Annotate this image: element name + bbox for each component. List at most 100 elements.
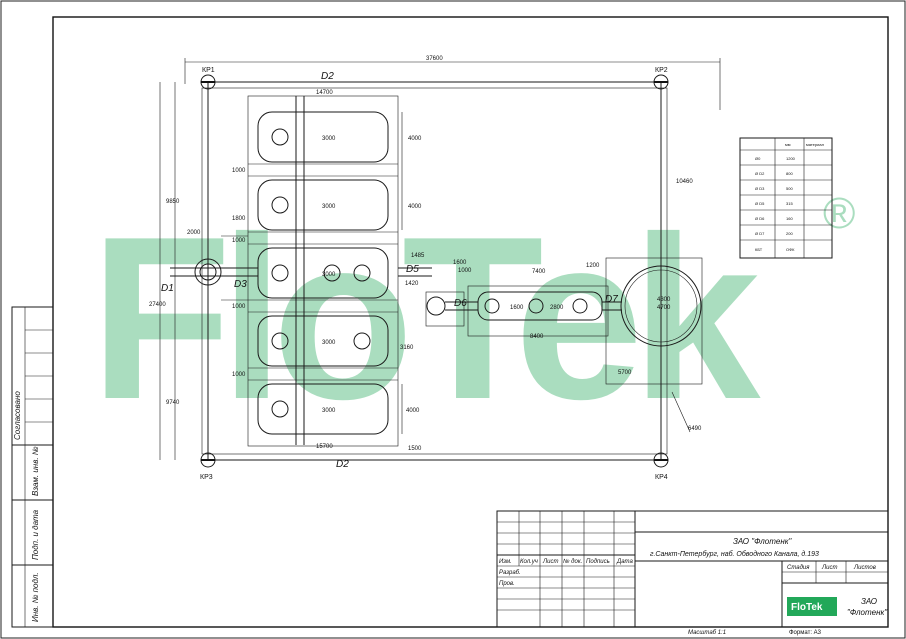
tank-block: 3000 3000 3000 3000 3000 4000 4000 4000 <box>247 95 422 447</box>
tb-col-list: Лист <box>542 559 558 565</box>
round-tank: 4300 4700 5700 6490 10460 <box>605 179 703 433</box>
label-d3: D3 <box>234 279 247 290</box>
dim-4700: 4700 <box>657 305 671 311</box>
main-pipe-loop <box>207 81 662 461</box>
tank-h-2: 4000 <box>408 204 422 210</box>
tb-logo-text: FloTek <box>791 602 823 613</box>
dim-6490: 6490 <box>688 426 702 432</box>
dim-9850: 9850 <box>166 199 180 205</box>
legend-row-4: Ø D6 <box>755 216 765 221</box>
watermark-registered: ® <box>823 189 855 238</box>
legend-table: мм материал Ø0 1200 Ø D2 800 Ø D3 500 Ø … <box>739 137 833 259</box>
dim-1800: 1800 <box>232 216 246 222</box>
dim-4300: 4300 <box>657 297 671 303</box>
dim-1000-e: 1000 <box>458 268 472 274</box>
legend-head-mm: мм <box>785 142 791 147</box>
legend-row-6: КБТ <box>755 247 763 252</box>
label-kp3: КР3 <box>200 474 213 481</box>
footer-format: Формат: А3 <box>789 630 822 636</box>
tb-sheets: Листов <box>853 565 876 571</box>
tb-logo <box>787 597 837 616</box>
tb-company-short: ЗАО <box>861 597 877 606</box>
well-d6 <box>426 296 446 316</box>
tb-col-koluch: Кол.уч <box>520 559 538 565</box>
tb-company: ЗАО "Флотенк" <box>733 537 793 546</box>
tank-block-frame <box>247 95 399 447</box>
wells: КР1 КР2 КР3 КР4 <box>200 67 669 481</box>
watermark: FloTek ® <box>90 189 855 448</box>
dim-8400: 8400 <box>530 334 544 340</box>
main-pipe-loop-inner <box>201 87 668 455</box>
tank-4 <box>257 315 389 367</box>
tank-len-3: 3000 <box>322 272 336 278</box>
dim-1485: 1485 <box>411 253 425 259</box>
round-tank-frame <box>605 257 703 385</box>
dim-2800: 2800 <box>550 305 564 311</box>
tb-sheet: Лист <box>821 565 837 571</box>
legend-row-1: Ø D2 <box>755 171 765 176</box>
stamp-inv-orig: Инв. № подл. <box>31 572 40 622</box>
dim-1000-c: 1000 <box>232 304 246 310</box>
legend-row-5-val: 200 <box>786 231 793 236</box>
label-d7: D7 <box>605 294 618 305</box>
legend-row-3: Ø D5 <box>755 201 765 206</box>
label-d1: D1 <box>161 283 174 294</box>
tank-5 <box>257 383 389 435</box>
legend-row-3-val: 315 <box>786 201 793 206</box>
dim-10460: 10460 <box>676 179 693 185</box>
dim-1000-b: 1000 <box>232 238 246 244</box>
legend-row-6-val: ОФК <box>786 247 795 252</box>
watermark-text: FloTek <box>90 189 761 448</box>
legend-row-4-val: 160 <box>786 216 793 221</box>
tank-h-5: 4000 <box>406 408 420 414</box>
tb-col-doc: № док. <box>563 558 582 565</box>
dim-3160: 3160 <box>400 345 414 351</box>
legend-row-1-val: 800 <box>786 171 793 176</box>
dim-1000-a: 1000 <box>232 168 246 174</box>
dim-27400: 27400 <box>149 302 166 308</box>
dim-7400: 7400 <box>532 269 546 275</box>
tb-col-date: Дата <box>616 559 633 565</box>
tb-col-izm: Изм. <box>499 559 512 565</box>
round-tank-inner <box>624 269 698 343</box>
label-kp2: КР2 <box>655 67 668 74</box>
dim-9740: 9740 <box>166 400 180 406</box>
dim-5700: 5700 <box>618 370 632 376</box>
dim-1420: 1420 <box>405 281 419 287</box>
tank-len-1: 3000 <box>322 136 336 142</box>
label-d5: D5 <box>406 264 419 275</box>
title-block: Изм. Кол.уч Лист № док. Подпись Дата Раз… <box>496 510 889 628</box>
legend-row-2: Ø D3 <box>755 186 765 191</box>
legend-row-0: Ø0 <box>755 156 761 161</box>
label-d6: D6 <box>454 298 467 309</box>
dim-1200: 1200 <box>586 263 600 269</box>
footer-scale: Масштаб 1:1 <box>688 630 726 636</box>
dim-2000: 2000 <box>187 230 201 236</box>
stamp-agreed: Согласовано <box>13 391 22 440</box>
tb-row-developer: Разраб. <box>499 570 521 576</box>
round-tank-outer <box>620 265 702 347</box>
label-kp1: КР1 <box>202 67 215 74</box>
tank-1 <box>257 111 389 163</box>
dim-1600: 1600 <box>453 260 467 266</box>
dim-37600: 37600 <box>426 56 443 62</box>
tank-len-4: 3000 <box>322 340 336 346</box>
dim-1000-d: 1000 <box>232 372 246 378</box>
inlet-well <box>194 258 222 286</box>
tank-h-1: 4000 <box>408 136 422 142</box>
tank-len-2: 3000 <box>322 204 336 210</box>
tb-address: г.Санкт-Петербург, наб. Обводного Канала… <box>650 550 819 558</box>
side-stamp: Согласовано Взам. инв. № Подп. и дата Ин… <box>11 306 54 628</box>
network-contour <box>159 58 721 461</box>
tb-stage: Стадия <box>787 565 810 571</box>
dim-15700: 15700 <box>316 444 333 450</box>
tank-len-5: 3000 <box>322 408 336 414</box>
separator-line: D5 D6 D7 1485 1600 1000 1420 7400 1200 1… <box>398 253 622 452</box>
main-dimensions: 37600 D2 D2 14700 15700 <box>316 56 443 470</box>
inlet-d1: D1 D3 27400 9850 9740 2000 1800 1000 100… <box>149 168 258 406</box>
collector-pipe <box>295 96 305 445</box>
legend-row-2-val: 500 <box>786 186 793 191</box>
tb-company-name: "Флотенк" <box>847 608 888 617</box>
